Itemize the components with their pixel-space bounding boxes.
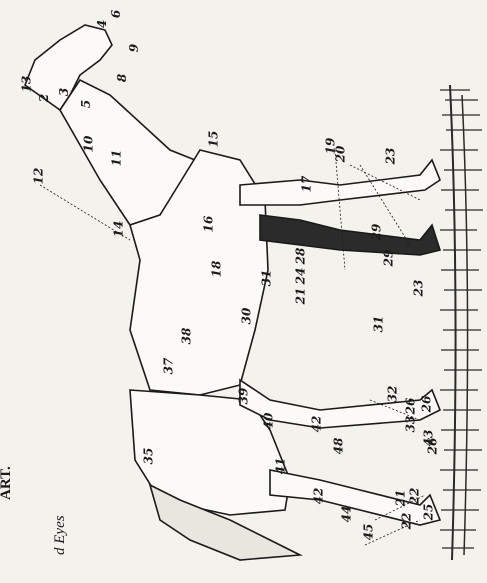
- part-label: 23: [412, 280, 424, 297]
- part-label: 37: [162, 358, 174, 375]
- part-label: 30: [240, 308, 252, 325]
- part-label: 29: [382, 250, 394, 267]
- part-label: 33: [404, 416, 416, 433]
- part-label: 15: [207, 131, 219, 148]
- part-label: 12: [32, 168, 44, 185]
- part-label: 41: [274, 458, 286, 475]
- part-label: 21: [394, 490, 406, 507]
- part-label: 8: [116, 74, 128, 82]
- part-label: 48: [332, 438, 344, 455]
- part-label: 26: [404, 398, 416, 415]
- subtitle-fragment: d Eyes: [52, 515, 69, 555]
- part-label: 42: [312, 488, 324, 505]
- part-label: 10: [82, 136, 94, 153]
- part-label: 9: [128, 44, 140, 52]
- part-label: 22: [408, 488, 420, 505]
- part-label: 29: [370, 224, 382, 241]
- part-label: 40: [262, 413, 274, 430]
- horse-silhouette: [25, 25, 300, 560]
- part-label: 13: [20, 76, 32, 93]
- part-label: 21: [294, 288, 306, 305]
- part-label: 39: [237, 388, 249, 405]
- ground: [440, 85, 483, 560]
- part-label: 3: [58, 88, 70, 96]
- part-label: 26: [426, 438, 438, 455]
- part-label: 6: [110, 10, 122, 18]
- part-label: 5: [80, 100, 92, 108]
- part-label: 42: [310, 416, 322, 433]
- part-label: 31: [260, 270, 272, 287]
- part-label: 22: [400, 513, 412, 530]
- part-label: 16: [202, 216, 214, 233]
- part-label: 20: [334, 146, 346, 163]
- part-label: 44: [340, 506, 352, 523]
- part-label: 31: [372, 316, 384, 333]
- part-label: 26: [420, 396, 432, 413]
- part-label: 2: [38, 94, 50, 102]
- part-label: 28: [294, 248, 306, 265]
- part-label: 23: [384, 148, 396, 165]
- part-label: 17: [300, 176, 312, 193]
- part-label: 14: [112, 221, 124, 238]
- part-label: 45: [362, 524, 374, 541]
- part-label: 18: [210, 261, 222, 278]
- part-label: 4: [96, 20, 108, 28]
- part-label: 38: [180, 328, 192, 345]
- title-fragment: ART.: [0, 466, 15, 500]
- part-label: 25: [422, 504, 434, 521]
- part-label: 32: [386, 386, 398, 403]
- part-label: 11: [110, 150, 122, 167]
- part-label: 24: [294, 268, 306, 285]
- part-label: 35: [142, 448, 154, 465]
